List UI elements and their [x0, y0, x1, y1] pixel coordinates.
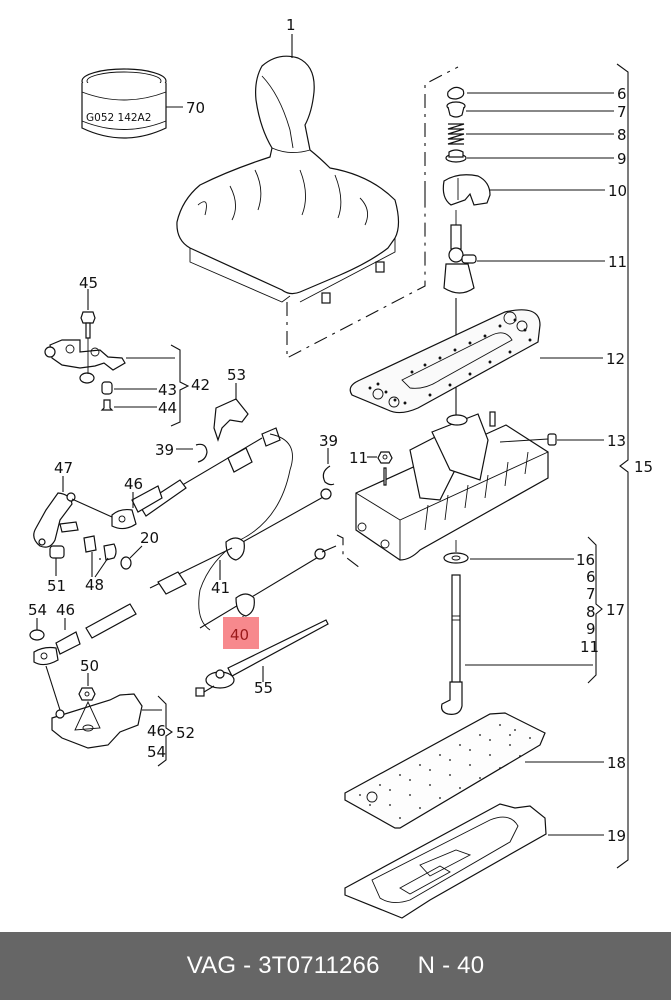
callout-11[interactable]: 11 — [608, 253, 627, 271]
part-13-clip[interactable] — [547, 433, 557, 446]
callout-16[interactable]: 16 — [576, 551, 595, 569]
part-10-guide[interactable] — [442, 174, 491, 206]
callout-17-item-11[interactable]: 11 — [580, 638, 599, 656]
callout-52[interactable]: 52 — [176, 724, 195, 742]
brand: VAG — [186, 952, 237, 979]
position-prefix: N — [417, 952, 436, 979]
callout-18[interactable]: 18 — [607, 754, 626, 772]
callout-46-lower[interactable]: 46 — [56, 601, 75, 619]
callout-17-item-6[interactable]: 6 — [586, 568, 596, 586]
callout-8[interactable]: 8 — [617, 126, 627, 144]
callout-17-item-9[interactable]: 9 — [586, 620, 596, 638]
callout-50[interactable]: 50 — [80, 657, 99, 675]
part-41-selector-cable[interactable] — [99, 427, 332, 631]
part-44-pin[interactable] — [100, 399, 114, 411]
part-6-circlip[interactable] — [447, 86, 465, 100]
callout-41[interactable]: 41 — [211, 579, 230, 597]
callout-9[interactable]: 9 — [617, 150, 627, 168]
callout-39-left[interactable]: 39 — [155, 441, 174, 459]
callout-12[interactable]: 12 — [606, 350, 625, 368]
part-51-block[interactable] — [49, 545, 65, 559]
callout-44[interactable]: 44 — [158, 399, 177, 417]
part-housing[interactable] — [355, 411, 549, 561]
callout-55[interactable]: 55 — [254, 679, 273, 697]
part-11-shift-lever-top[interactable] — [443, 210, 477, 294]
position-number: 40 — [457, 952, 485, 979]
callout-39-right[interactable]: 39 — [319, 432, 338, 450]
part-53-clip[interactable] — [213, 398, 249, 442]
callout-11-nut[interactable]: 11 — [349, 449, 368, 467]
callout-47[interactable]: 47 — [54, 459, 73, 477]
part-46-cable-eye-lower[interactable] — [33, 603, 137, 666]
part-19-tray[interactable] — [344, 803, 547, 919]
part-8-spring[interactable] — [447, 123, 465, 145]
part-70-sleeve[interactable]: G052 142A2 — [81, 68, 167, 139]
callout-13[interactable]: 13 — [607, 432, 626, 450]
callout-17[interactable]: 17 — [606, 601, 625, 619]
part-47-lever[interactable] — [33, 492, 113, 548]
part-9-seat[interactable] — [445, 149, 467, 163]
part-16-washer[interactable] — [443, 552, 469, 564]
callout-17-item-8[interactable]: 8 — [586, 603, 596, 621]
callout-46-kit[interactable]: 46 — [147, 722, 166, 740]
sleeve-stamp: G052 142A2 — [86, 112, 151, 124]
part-50-nut[interactable] — [78, 687, 96, 701]
part-46-cable-eye-upper[interactable] — [111, 485, 163, 530]
part-20-washer[interactable] — [120, 556, 132, 570]
callout-42[interactable]: 42 — [191, 376, 210, 394]
callout-1[interactable]: 1 — [286, 16, 296, 34]
part-42-bracket[interactable] — [44, 338, 126, 384]
part-48-pins[interactable] — [83, 535, 117, 561]
callout-54-kit[interactable]: 54 — [147, 743, 166, 761]
part-39-circlip-left[interactable] — [195, 443, 208, 463]
part-54-nut-upper[interactable] — [29, 629, 45, 641]
part-52-lever[interactable] — [45, 665, 143, 749]
callout-40-highlighted[interactable]: 40 — [230, 626, 249, 644]
callout-48[interactable]: 48 — [85, 576, 104, 594]
part-1-gear-knob-boot[interactable] — [176, 55, 400, 304]
part-number: 3T0711266 — [258, 952, 380, 979]
callout-20[interactable]: 20 — [140, 529, 159, 547]
brand-separator: - — [243, 952, 252, 979]
callout-19[interactable]: 19 — [607, 827, 626, 845]
part-39-circlip-right[interactable] — [322, 465, 335, 486]
part-12-gasket[interactable] — [349, 309, 541, 414]
part-43-spring[interactable] — [101, 381, 113, 395]
part-40-shift-cable[interactable] — [199, 545, 337, 629]
callout-45[interactable]: 45 — [79, 274, 98, 292]
part-11-nut[interactable] — [377, 451, 393, 486]
callout-53[interactable]: 53 — [227, 366, 246, 384]
callout-54-upper[interactable]: 54 — [28, 601, 47, 619]
callout-10[interactable]: 10 — [608, 182, 627, 200]
callout-43[interactable]: 43 — [158, 381, 177, 399]
position-separator: - — [442, 952, 451, 979]
callout-6[interactable]: 6 — [617, 85, 627, 103]
part-info-footer: VAG - 3T0711266 N - 40 — [0, 932, 671, 1000]
callout-51[interactable]: 51 — [47, 577, 66, 595]
part-55-cable-tie[interactable] — [195, 619, 329, 697]
callout-46-upper[interactable]: 46 — [124, 475, 143, 493]
callout-17-item-7[interactable]: 7 — [586, 585, 596, 603]
part-17-shift-rod[interactable] — [441, 574, 463, 715]
highlight-box-40 — [223, 617, 259, 649]
part-7-bushing[interactable] — [446, 101, 466, 118]
part-45-bolt[interactable] — [80, 311, 96, 339]
callout-15[interactable]: 15 — [634, 458, 653, 476]
callout-70[interactable]: 70 — [186, 99, 205, 117]
callout-7[interactable]: 7 — [617, 103, 627, 121]
parts-diagram: G052 142A2 70 1 6 7 8 9 10 — [28, 16, 653, 919]
part-18-insulation-plate[interactable] — [344, 712, 546, 829]
